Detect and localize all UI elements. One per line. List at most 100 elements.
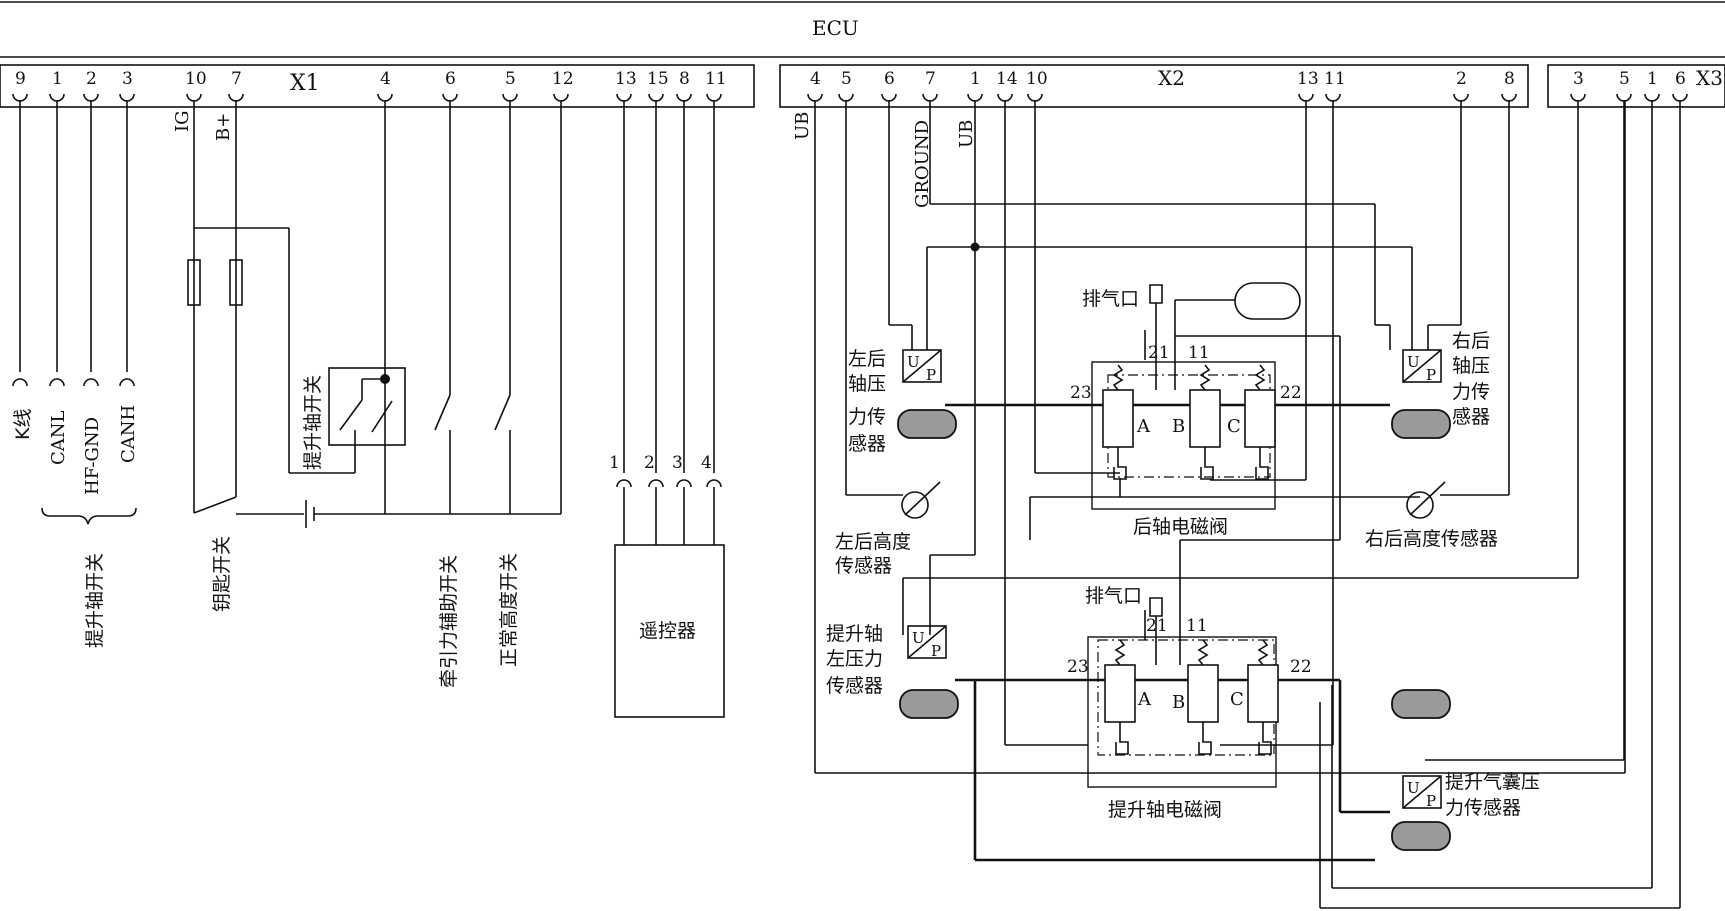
- hf-gnd-label: HF-GND: [82, 417, 103, 495]
- left-rear-axle-pressure-4: 感器: [848, 433, 886, 455]
- x1-wiring: [12, 100, 725, 718]
- x1-pin-socket-7: [228, 93, 244, 102]
- normal-height-switch-label: 正常高度开关: [498, 553, 520, 667]
- lift-axle-valve-label: 提升轴电磁阀: [1108, 799, 1222, 821]
- x1-labels: K线 CANL HF-GND CANH 提升轴开关 IG B+ 钥匙开关 提升轴…: [12, 111, 712, 689]
- x1-pin-socket-2: [83, 93, 99, 102]
- ub-right-label: UB: [956, 120, 977, 148]
- x1-pin-socket-13: [616, 93, 632, 102]
- x2-pin-socket-6: [881, 93, 897, 102]
- rear-valve-a: A: [1136, 416, 1151, 437]
- lift-bag-pressure-2: 力传感器: [1445, 797, 1521, 819]
- x2-pin-socket-13: [1298, 93, 1314, 102]
- up-p-2: P: [1426, 366, 1436, 384]
- x2-pin-socket-5: [838, 93, 854, 102]
- k-line-label: K线: [12, 409, 34, 440]
- lift-axle-left-pressure-3: 传感器: [826, 675, 883, 697]
- x2-pin-socket-4: [807, 93, 823, 102]
- x3-pin-1: 1: [1647, 69, 1658, 89]
- x2-pin-socket-7: [922, 93, 938, 102]
- left-rear-height-sensor-line-2: 传感器: [835, 555, 892, 577]
- connector-x2: [779, 64, 1529, 108]
- x1-pin-8: 8: [679, 69, 690, 89]
- x2-pin-socket-10: [1027, 93, 1043, 102]
- x3-pin-socket-1: [1644, 93, 1660, 102]
- x1-pin-socket-15: [648, 93, 664, 102]
- left-rear-axle-pressure-1: 左后: [848, 348, 886, 370]
- remote-pin-1: 1: [609, 453, 620, 473]
- x3-pin-socket-6: [1672, 93, 1688, 102]
- x1-pin-3: 3: [122, 69, 133, 89]
- remote-pin-3: 3: [672, 453, 683, 473]
- lift-axle-left-pressure-2: 左压力: [826, 648, 883, 670]
- x3-pin-socket-5: [1616, 93, 1632, 102]
- x1-pin-12: 12: [552, 69, 574, 89]
- x2-wiring: [814, 100, 1681, 909]
- remote-pin-2: 2: [644, 453, 655, 473]
- right-rear-axle-pressure-3: 力传: [1452, 381, 1490, 403]
- x1-pin-socket-4: [377, 93, 393, 102]
- lift-port-22: 22: [1290, 657, 1312, 677]
- x1-pin-2: 2: [86, 69, 97, 89]
- x3-pin-socket-3: [1570, 93, 1586, 102]
- x1-pin-socket-11: [706, 93, 722, 102]
- rear-port-21: 21: [1148, 343, 1170, 363]
- x1-pin-socket-9: [12, 93, 28, 102]
- key-switch-label: 钥匙开关: [211, 536, 233, 612]
- rear-valve-c: C: [1227, 416, 1241, 437]
- x1-pin-4: 4: [380, 69, 391, 89]
- x2-pin-socket-14: [997, 93, 1013, 102]
- lift-port-21: 21: [1146, 616, 1168, 636]
- rear-valve-b: B: [1172, 416, 1185, 437]
- right-rear-axle-pressure-1: 右后: [1452, 330, 1490, 352]
- x2-pin-8: 8: [1504, 69, 1515, 89]
- lift-valve-c: C: [1230, 689, 1244, 710]
- x1-pin-15: 15: [647, 69, 669, 89]
- x2-pin-socket-1: [967, 93, 983, 102]
- left-rear-axle-pressure-3: 力传: [848, 406, 886, 428]
- lift-port-11: 11: [1186, 616, 1208, 636]
- x2-pin-1: 1: [970, 69, 981, 89]
- x2-labels: UB GROUND UB 排气口 排气口 后轴电磁阀 提升轴电磁阀 右后高度传感…: [792, 112, 1540, 821]
- x2-pin-socket-2: [1453, 93, 1469, 102]
- left-rear-axle-pressure-2: 轴压: [848, 373, 886, 395]
- remote-box: [614, 544, 725, 718]
- x1-pin-socket-12: [553, 93, 569, 102]
- lift-bag-pressure-1: 提升气囊压: [1445, 771, 1540, 793]
- x1-pin-socket-8: [676, 93, 692, 102]
- x1-pin-11: 11: [705, 69, 727, 89]
- x1-pin-9: 9: [15, 69, 26, 89]
- x1-pin-socket-10: [186, 93, 202, 102]
- x1-pin-socket-5: [502, 93, 518, 102]
- right-rear-axle-pressure-4: 感器: [1452, 406, 1490, 428]
- x2-pin-socket-8: [1501, 93, 1517, 102]
- canl-label: CANL: [48, 410, 69, 465]
- x2-pin-6: 6: [884, 69, 895, 89]
- x2-pin-14: 14: [996, 69, 1018, 89]
- remote-label: 遥控器: [639, 620, 696, 642]
- x2-pin-4: 4: [810, 69, 821, 89]
- connector-x1-label: X1: [290, 71, 320, 96]
- connector-x1: [0, 64, 755, 108]
- lift-axle-left-pressure-1: 提升轴: [826, 623, 883, 645]
- up-u-1: U: [907, 353, 920, 371]
- x1-pin-10: 10: [185, 69, 207, 89]
- up-u-4: U: [1407, 779, 1420, 797]
- up-u-2: U: [1407, 353, 1420, 371]
- x2-pin-13: 13: [1297, 69, 1319, 89]
- rear-port-23: 23: [1070, 383, 1092, 403]
- x1-pin-socket-1: [49, 93, 65, 102]
- left-rear-height-sensor-line-1: 左后高度: [835, 531, 911, 553]
- connector-x3-label: X3: [1696, 66, 1723, 90]
- connector-x3: [1547, 64, 1725, 108]
- exhaust-1-label: 排气口: [1082, 288, 1139, 310]
- ecu-label: ECU: [812, 16, 859, 40]
- remote-pin-4: 4: [701, 453, 712, 473]
- connector-x2-label: X2: [1158, 66, 1185, 90]
- x3-pin-6: 6: [1675, 69, 1686, 89]
- lift-axle-switch-group-label: 提升轴开关: [84, 553, 106, 648]
- x2-pin-5: 5: [841, 69, 852, 89]
- x3-pin-5: 5: [1619, 69, 1630, 89]
